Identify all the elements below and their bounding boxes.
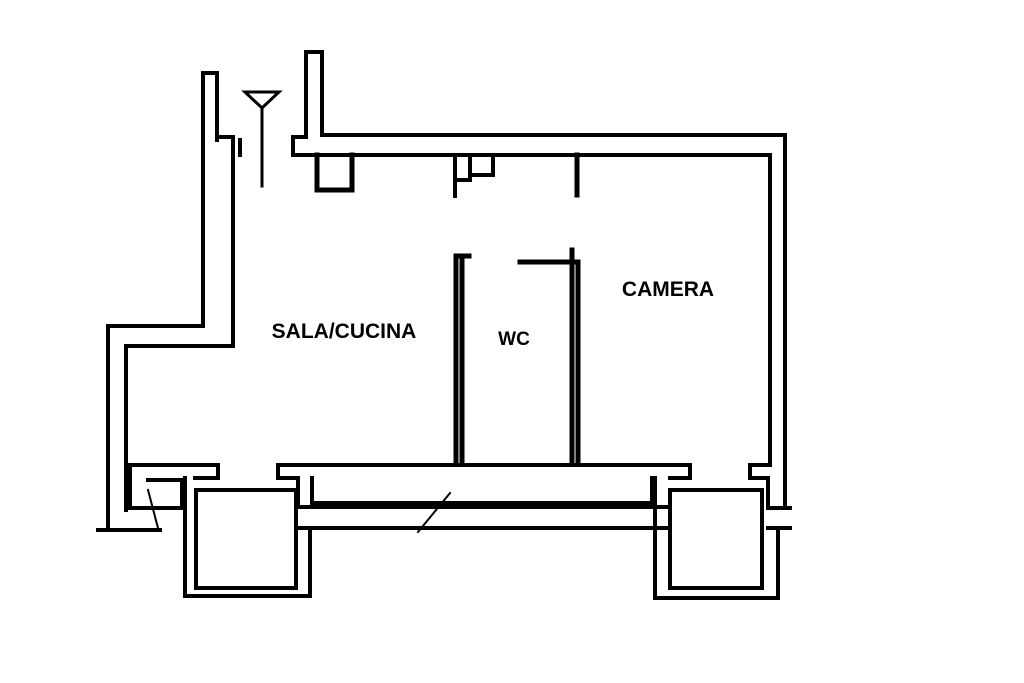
left-balcony: [183, 476, 312, 598]
room-label-wc: WC: [498, 329, 530, 350]
window-marks: [146, 488, 452, 534]
bottom-wall: [128, 463, 792, 530]
top-pillar: [291, 50, 324, 157]
top-wall: [238, 133, 787, 157]
room-label-sala-cucina: SALA/CUCINA: [272, 320, 417, 343]
right-wall: [768, 133, 787, 507]
antenna-icon: [241, 90, 283, 188]
top-niche-left: [314, 152, 355, 193]
room-label-camera: CAMERA: [622, 278, 714, 301]
left-wall: [96, 324, 162, 532]
wc-walls: [453, 247, 581, 465]
right-balcony: [653, 476, 780, 600]
left-shaft-walls: [106, 71, 235, 348]
top-niche-center: [453, 153, 495, 198]
